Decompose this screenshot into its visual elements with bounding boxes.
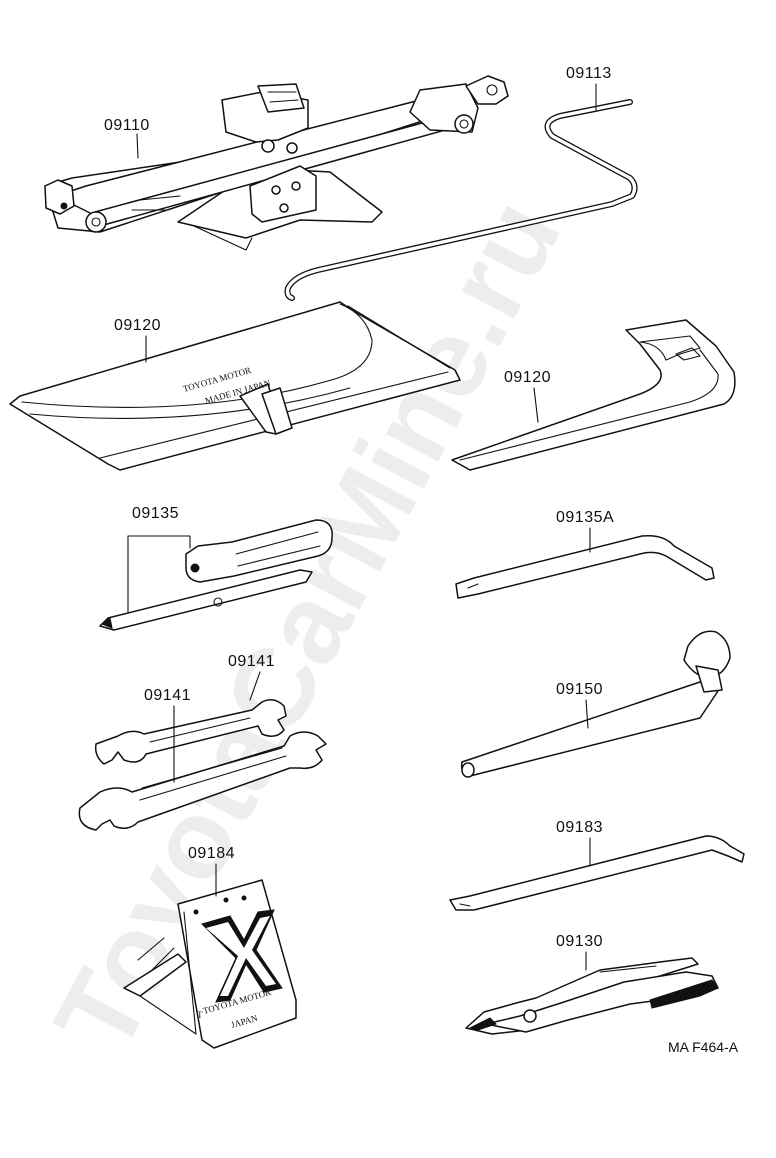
tool-bag-strap-drawing — [451, 319, 736, 471]
hub-cap-remover-drawing — [455, 534, 715, 599]
part-label-09135A: 09135A — [556, 509, 614, 526]
jack-handle-rod-drawing — [284, 99, 638, 301]
leader-09110 — [136, 133, 139, 159]
wheel-chock-drawing: TOYOTA MOTOR JAPAN T — [123, 879, 297, 1049]
part-label-09120-strap: 09120 — [504, 369, 551, 386]
part-label-09113: 09113 — [566, 65, 612, 82]
tool-bag-drawing: TOYOTA MOTOR MADE IN JAPAN — [9, 301, 461, 471]
wrench-drawing — [78, 699, 327, 831]
catalog-code: MA F464-A — [668, 1039, 739, 1055]
leader-09120-strap — [533, 387, 539, 423]
chock-stamp-mark: T — [197, 1010, 203, 1020]
part-label-09141-large: 09141 — [144, 687, 191, 704]
part-label-09141-small: 09141 — [228, 653, 275, 670]
leader-09135 — [127, 535, 191, 613]
pliers-drawing — [465, 957, 719, 1035]
jack-bar-drawing — [449, 835, 745, 911]
part-label-09120-bag: 09120 — [114, 317, 161, 334]
wheel-nut-wrench-drawing — [460, 630, 731, 778]
part-label-09183: 09183 — [556, 819, 603, 836]
leader-09141-small — [249, 671, 261, 701]
part-label-09110: 09110 — [104, 117, 150, 134]
screwdriver-drawing — [99, 519, 333, 631]
part-label-09184: 09184 — [188, 845, 235, 862]
part-label-09135: 09135 — [132, 505, 179, 522]
part-label-09130: 09130 — [556, 933, 603, 950]
scissor-jack-drawing — [44, 75, 509, 251]
part-label-09150: 09150 — [556, 681, 603, 698]
leader-09150 — [585, 699, 589, 729]
